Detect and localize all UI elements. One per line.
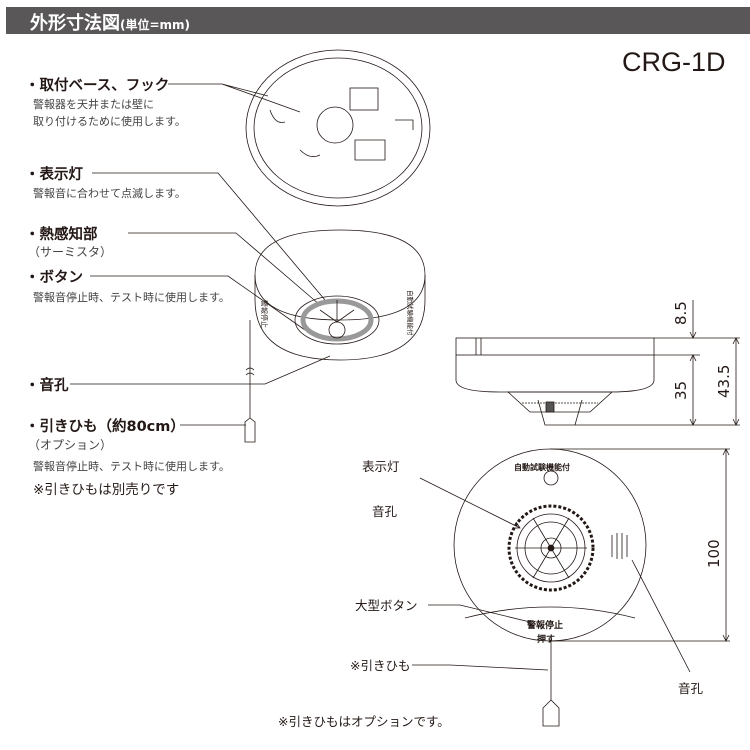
leader-lines — [70, 83, 331, 426]
front-button-text-2: 押す — [537, 633, 555, 645]
desc-pull-cord-1: （オプション） — [28, 438, 113, 452]
height-dimension-lines — [575, 300, 740, 426]
desc-heat-sensor: （サーミスタ） — [28, 245, 113, 259]
side-text-left: 警報停止 — [260, 300, 269, 328]
label-indicator: ・表示灯 — [25, 167, 83, 183]
label-side-sound-hole: 音孔 — [678, 681, 704, 696]
desc-button: 警報音停止時、テスト時に使用します。 — [33, 291, 230, 304]
side-text-right: 自動試験機能付 — [406, 290, 415, 336]
dim-diameter: 100 — [705, 539, 723, 568]
mounting-base-drawing — [245, 49, 431, 207]
dimension-values: 8.5 35 43.5 100 — [672, 301, 733, 568]
side-view-drawing — [455, 337, 655, 426]
diameter-dimension-lines — [550, 448, 730, 642]
detector-perspective-drawing — [244, 229, 426, 443]
desc-mount-base-1: 警報器を天井または壁に — [33, 98, 154, 111]
front-view-leaders — [412, 477, 691, 673]
label-front-sound-hole: 音孔 — [372, 504, 398, 519]
label-mount-base: ・取付ベース、フック — [25, 78, 170, 94]
model-number: CRG-1D — [622, 47, 726, 77]
pull-cord-note: ※引きひもは別売りです — [33, 482, 180, 498]
label-big-button: 大型ボタン — [355, 598, 418, 613]
front-top-text: 自動試験機能付 — [514, 462, 570, 472]
section-header: 外形寸法図(単位=mm) — [6, 7, 750, 34]
section-title: 外形寸法図(単位=mm) — [30, 13, 191, 34]
dim-base-height: 8.5 — [672, 301, 690, 325]
front-view-drawing — [453, 448, 647, 727]
label-heat-sensor: ・熱感知部 — [25, 227, 98, 243]
label-front-indicator: 表示灯 — [362, 459, 400, 474]
label-sound-hole: ・音孔 — [25, 378, 69, 394]
label-pull-cord: ・引きひも（約80cm） — [25, 419, 185, 435]
desc-pull-cord-2: 警報音停止時、テスト時に使用します。 — [33, 460, 230, 473]
label-button: ・ボタン — [25, 270, 83, 286]
label-front-pull-cord: ※引きひも — [350, 658, 410, 673]
dim-body-height: 35 — [672, 381, 690, 400]
front-button-text-1: 警報停止 — [527, 619, 563, 631]
desc-indicator: 警報音に合わせて点滅します。 — [33, 187, 186, 200]
front-footnote: ※引きひもはオプションです。 — [278, 714, 450, 729]
desc-mount-base-2: 取り付けるために使用します。 — [33, 115, 186, 128]
dim-total-height: 43.5 — [715, 365, 733, 398]
